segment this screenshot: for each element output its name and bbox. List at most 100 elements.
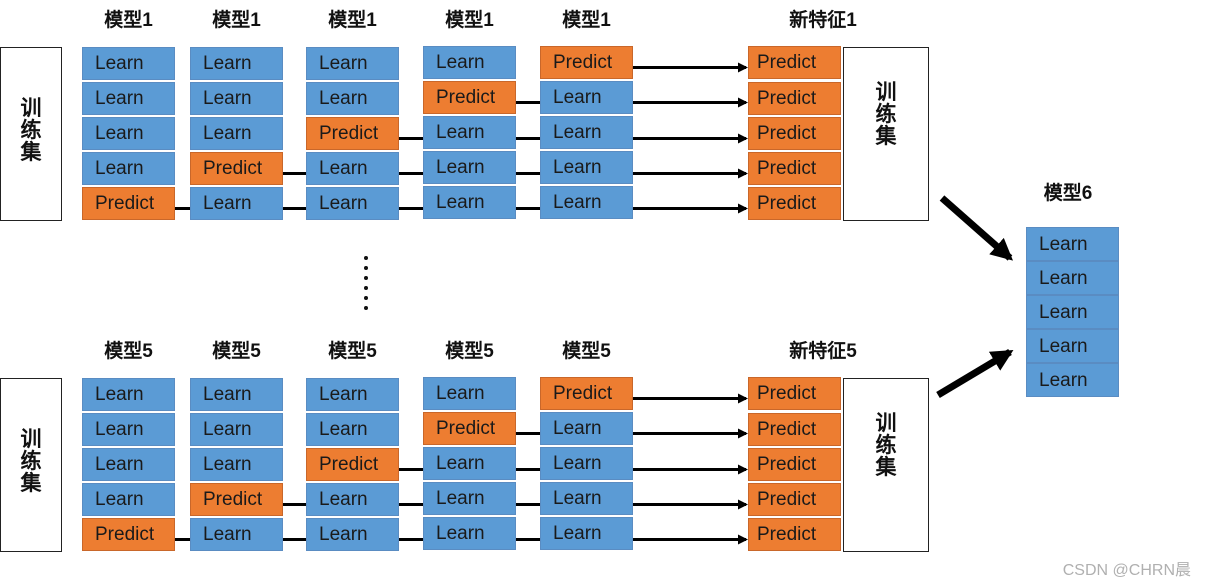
predict-cell: Predict: [540, 46, 633, 79]
train-set-box-right: 训练集: [843, 378, 929, 552]
train-set-box-left: 训练集: [0, 47, 62, 221]
learn-cell: Learn: [190, 518, 283, 551]
learn-cell: Learn: [190, 82, 283, 115]
learn-cell: Learn: [540, 116, 633, 149]
train-set-char: 练: [20, 119, 42, 142]
predict-cell: Predict: [190, 483, 283, 516]
new-feature-predict-cell: Predict: [748, 518, 841, 551]
learn-cell: Learn: [306, 518, 399, 551]
learn-cell: Learn: [306, 82, 399, 115]
new-feature-predict-cell: Predict: [748, 483, 841, 516]
learn-cell: Learn: [306, 413, 399, 446]
learn-cell: Learn: [82, 117, 175, 150]
new-feature-predict-cell: Predict: [748, 448, 841, 481]
learn-cell: Learn: [190, 413, 283, 446]
new-feature-predict-cell: Predict: [748, 187, 841, 220]
train-set-box-right: 训练集: [843, 47, 929, 221]
predict-cell: Predict: [82, 518, 175, 551]
train-set-char: 集: [875, 125, 897, 148]
model-label: 模型1: [445, 10, 494, 31]
train-set-char: 集: [20, 141, 42, 164]
train-set-label: 训练集: [844, 413, 928, 479]
learn-cell: Learn: [82, 448, 175, 481]
learn-cell: Learn: [423, 517, 516, 550]
new-feature-predict-cell: Predict: [748, 152, 841, 185]
dot: [364, 286, 368, 290]
new-feature-label: 新特征1: [789, 10, 857, 31]
dot: [364, 256, 368, 260]
learn-cell: Learn: [306, 152, 399, 185]
final-model-learn-cell: Learn: [1026, 227, 1119, 261]
learn-cell: Learn: [82, 413, 175, 446]
learn-cell: Learn: [82, 47, 175, 80]
learn-cell: Learn: [306, 378, 399, 411]
learn-cell: Learn: [82, 378, 175, 411]
new-feature-predict-cell: Predict: [748, 413, 841, 446]
final-model-learn-cell: Learn: [1026, 295, 1119, 329]
train-set-char: 集: [20, 472, 42, 495]
learn-cell: Learn: [306, 47, 399, 80]
learn-cell: Learn: [82, 152, 175, 185]
train-set-char: 训: [875, 412, 897, 435]
learn-cell: Learn: [82, 483, 175, 516]
model-label: 模型5: [562, 341, 611, 362]
new-feature-predict-cell: Predict: [748, 377, 841, 410]
train-set-box-left: 训练集: [0, 378, 62, 552]
train-set-label: 训练集: [844, 82, 928, 148]
new-feature-predict-cell: Predict: [748, 82, 841, 115]
train-set-char: 练: [875, 434, 897, 457]
top-to-final-model-arrow: [939, 195, 1013, 261]
model-label: 模型5: [104, 341, 153, 362]
dot: [364, 296, 368, 300]
train-set-char: 练: [875, 103, 897, 126]
learn-cell: Learn: [423, 447, 516, 480]
model-label: 模型5: [328, 341, 377, 362]
learn-cell: Learn: [540, 412, 633, 445]
learn-cell: Learn: [540, 447, 633, 480]
predict-cell: Predict: [82, 187, 175, 220]
learn-cell: Learn: [423, 46, 516, 79]
predict-cell: Predict: [540, 377, 633, 410]
model-label: 模型1: [104, 10, 153, 31]
train-set-char: 练: [20, 450, 42, 473]
model-label: 模型1: [328, 10, 377, 31]
learn-cell: Learn: [423, 186, 516, 219]
final-model-learn-cell: Learn: [1026, 261, 1119, 295]
train-set-label: 训练集: [1, 98, 61, 164]
final-model-learn-cell: Learn: [1026, 363, 1119, 397]
predict-cell: Predict: [306, 448, 399, 481]
learn-cell: Learn: [306, 483, 399, 516]
learn-cell: Learn: [423, 151, 516, 184]
model-label: 模型1: [212, 10, 261, 31]
new-feature-label: 新特征5: [789, 341, 857, 362]
new-feature-predict-cell: Predict: [748, 46, 841, 79]
dot: [364, 306, 368, 310]
learn-cell: Learn: [540, 151, 633, 184]
dot: [364, 276, 368, 280]
learn-cell: Learn: [190, 47, 283, 80]
learn-cell: Learn: [190, 117, 283, 150]
predict-cell: Predict: [306, 117, 399, 150]
predict-cell: Predict: [423, 412, 516, 445]
train-set-label: 训练集: [1, 429, 61, 495]
watermark: CSDN @CHRN晨: [1062, 562, 1191, 579]
model-label: 模型1: [562, 10, 611, 31]
learn-cell: Learn: [82, 82, 175, 115]
train-set-char: 集: [875, 456, 897, 479]
model-label: 模型5: [445, 341, 494, 362]
learn-cell: Learn: [423, 482, 516, 515]
learn-cell: Learn: [306, 187, 399, 220]
learn-cell: Learn: [540, 517, 633, 550]
learn-cell: Learn: [190, 187, 283, 220]
learn-cell: Learn: [540, 482, 633, 515]
predict-cell: Predict: [190, 152, 283, 185]
final-model-label: 模型6: [1043, 183, 1093, 204]
dot: [364, 266, 368, 270]
train-set-char: 训: [20, 97, 42, 120]
predict-cell: Predict: [423, 81, 516, 114]
learn-cell: Learn: [423, 116, 516, 149]
learn-cell: Learn: [423, 377, 516, 410]
model-label: 模型5: [212, 341, 261, 362]
bottom-to-final-model-arrow: [936, 348, 1014, 399]
